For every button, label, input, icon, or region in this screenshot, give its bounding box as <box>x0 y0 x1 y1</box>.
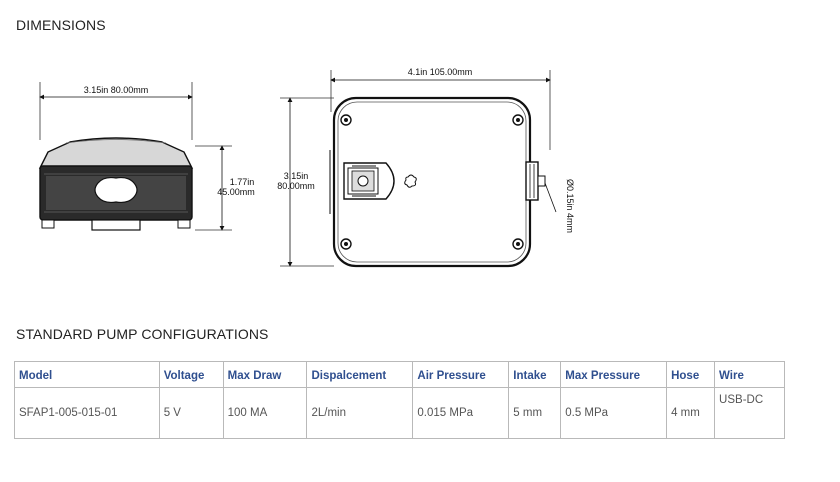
top-height-inch-label: 3.15in <box>284 171 309 181</box>
top-width-label: 4.1in 105.00mm <box>408 67 473 77</box>
cell-voltage: 5 V <box>158 387 224 439</box>
table-row: SFAP1-005-015-01 5 V 100 MA 2L/min 0.015… <box>14 387 785 439</box>
cell-air-pressure: 0.015 MPa <box>412 387 510 439</box>
screw-icon <box>340 114 524 250</box>
cell-intake: 5 mm <box>508 387 562 439</box>
cell-displacement: 2L/min <box>306 387 414 439</box>
top-view: 4.1in 105.00mm 3.15in 80.00mm <box>277 67 575 268</box>
configurations-heading: STANDARD PUMP CONFIGURATIONS <box>16 326 269 342</box>
table-header-row: Model Voltage Max Draw Dispalcement Air … <box>14 361 785 388</box>
cell-model: SFAP1-005-015-01 <box>14 387 160 439</box>
cell-max-pressure: 0.5 MPa <box>560 387 668 439</box>
valve-clip-icon <box>343 162 395 200</box>
col-header-max-draw: Max Draw <box>222 361 308 388</box>
col-header-hose: Hose <box>666 361 716 388</box>
dimensions-heading: DIMENSIONS <box>16 17 106 33</box>
port-diameter-label: Ø0.15in 4mm <box>565 179 575 233</box>
cell-max-draw: 100 MA <box>222 387 308 439</box>
dimension-drawing: 3.15in 80.00mm 1.77in 45.00mm 4.1in 105.… <box>38 67 575 268</box>
col-header-air-pressure: Air Pressure <box>412 361 510 388</box>
col-header-displacement: Dispalcement <box>306 361 414 388</box>
col-header-model: Model <box>14 361 160 388</box>
pump-config-table: Model Voltage Max Draw Dispalcement Air … <box>14 361 785 439</box>
side-width-label: 3.15in 80.00mm <box>84 85 149 95</box>
col-header-voltage: Voltage <box>158 361 224 388</box>
col-header-wire: Wire <box>714 361 785 388</box>
cell-hose: 4 mm <box>666 387 716 439</box>
top-height-mm-label: 80.00mm <box>277 181 315 191</box>
col-header-max-pressure: Max Pressure <box>560 361 668 388</box>
logo-mark-icon <box>404 174 417 188</box>
side-view: 3.15in 80.00mm 1.77in 45.00mm <box>38 82 255 231</box>
side-height-mm-label: 45.00mm <box>217 187 255 197</box>
cell-wire: USB-DC <box>714 387 785 439</box>
side-height-inch-label: 1.77in <box>230 177 255 187</box>
col-header-intake: Intake <box>508 361 562 388</box>
